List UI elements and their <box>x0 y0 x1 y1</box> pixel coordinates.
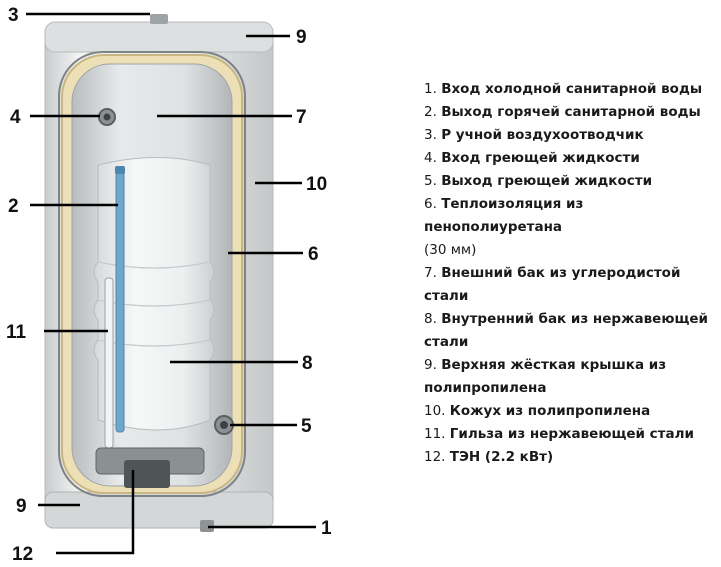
top-cover <box>44 21 274 53</box>
legend-item-10: 10. Кожух из полипропилена <box>424 403 651 419</box>
legend-item-5: 5. Выход греющей жидкости <box>424 173 653 189</box>
legend-item-6-extra: (30 мм) <box>424 242 477 258</box>
callout-2: 2 <box>8 196 19 217</box>
callout-6: 6 <box>308 244 319 265</box>
leader-lines <box>26 12 316 555</box>
legend-item-1: 1. Вход холодной санитарной воды <box>424 81 703 97</box>
callout-7: 7 <box>296 107 307 128</box>
callout-10: 10 <box>306 174 327 195</box>
leader-12 <box>56 470 135 555</box>
callout-12: 12 <box>12 544 33 565</box>
legend-item-7: 7. Внешний бак из углеродистой стали <box>424 265 681 304</box>
callout-5: 5 <box>301 416 312 437</box>
legend-item-2: 2. Выход горячей санитарной воды <box>424 104 701 120</box>
callout-9-top: 9 <box>296 27 307 48</box>
legend-item-3: 3. Р учной воздухоотводчик <box>424 127 644 143</box>
heating-element-flange <box>124 460 170 488</box>
outlet-tube-tip <box>115 166 125 174</box>
hot-water-outlet-tube <box>115 169 125 433</box>
callout-1: 1 <box>321 518 332 539</box>
legend-item-8: 8. Внутренний бак из нержавеющей стали <box>424 311 708 350</box>
callout-8: 8 <box>302 353 313 374</box>
callout-4: 4 <box>10 107 21 128</box>
legend-item-12: 12. ТЭН (2.2 кВт) <box>424 449 554 465</box>
cold-water-inlet-pipe <box>200 520 214 532</box>
legend-item-11: 11. Гильза из нержавеющей стали <box>424 426 694 442</box>
air-vent-knob <box>150 14 168 24</box>
legend-item-6: 6. Теплоизоляция из пенополиуретана <box>424 196 584 235</box>
stainless-sleeve <box>104 277 114 449</box>
legend-list: 1. Вход холодной санитарной воды 2. Выхо… <box>424 78 721 469</box>
callout-3: 3 <box>8 5 19 26</box>
heating-outlet-port-hole <box>220 421 228 429</box>
heating-inlet-port-hole <box>103 113 111 121</box>
legend-item-4: 4. Вход греющей жидкости <box>424 150 640 166</box>
legend-item-9: 9. Верхняя жёсткая крышка из полипропиле… <box>424 357 667 396</box>
callout-11: 11 <box>6 322 27 343</box>
bottom-base <box>44 491 274 529</box>
callout-9-bottom: 9 <box>16 496 27 517</box>
cutaway-edge <box>58 51 246 497</box>
